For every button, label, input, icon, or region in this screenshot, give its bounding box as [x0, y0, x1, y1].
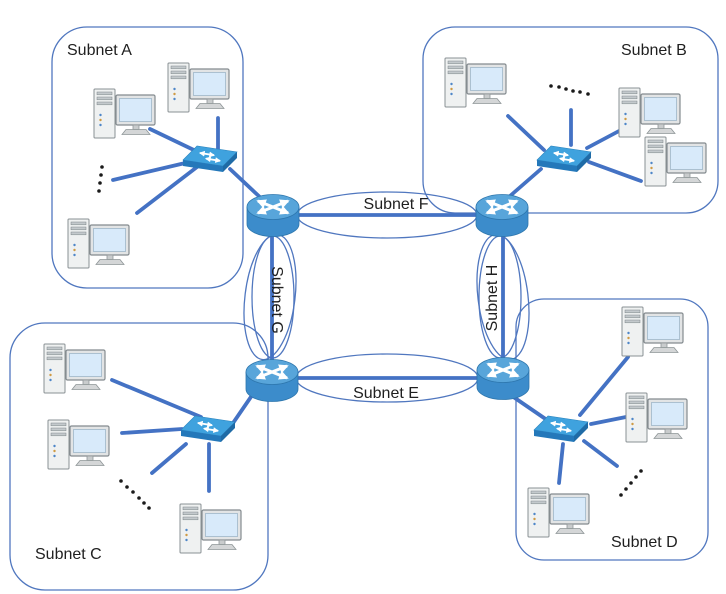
network-link	[587, 160, 643, 183]
computer-icon	[444, 57, 507, 108]
subnet-d-box	[515, 298, 709, 561]
computer-icon	[43, 343, 106, 394]
subnet-g-label: Subnet G	[268, 266, 285, 334]
router-icon	[476, 195, 528, 237]
router-icon	[247, 195, 299, 237]
subnet-boxes	[9, 26, 719, 591]
network-link	[120, 427, 184, 435]
network-link	[506, 114, 546, 152]
computer-icon	[47, 419, 110, 470]
subnet-d-label: Subnet D	[611, 534, 678, 551]
computer-icon	[67, 218, 130, 269]
computer-icon	[527, 487, 590, 538]
network-link	[585, 129, 621, 150]
ellipsis-dots	[619, 469, 643, 497]
subnet-a-box	[51, 26, 244, 289]
network-link	[135, 165, 199, 215]
network-link	[148, 127, 200, 154]
ellipsis-dots	[119, 479, 151, 510]
computer-icon	[644, 136, 707, 187]
router-icon	[477, 358, 529, 400]
ellipsis-dots	[97, 165, 104, 193]
network-links	[110, 108, 643, 493]
subnet-c-label: Subnet C	[35, 546, 102, 563]
switch-icon	[181, 416, 235, 442]
network-link	[508, 167, 543, 198]
subnet-b-box	[422, 26, 719, 214]
ellipsis-dots	[549, 84, 590, 96]
network-link	[150, 442, 188, 475]
network-link	[110, 378, 203, 419]
network-link	[228, 167, 265, 202]
router-icon	[246, 360, 298, 402]
subnet-a-label: Subnet A	[67, 42, 132, 59]
subnet-labels: Subnet A Subnet B Subnet C Subnet D Subn…	[35, 42, 687, 563]
computer-icon	[179, 503, 242, 554]
computer-icon	[618, 87, 681, 138]
subnet-h-label: Subnet H	[484, 265, 501, 332]
network-link	[578, 355, 630, 417]
network-link	[589, 415, 628, 426]
network-link	[557, 442, 565, 485]
subnet-e-label: Subnet E	[353, 385, 419, 402]
computer-icon	[167, 62, 230, 113]
computer-icon	[93, 88, 156, 139]
more-hosts-dots	[97, 84, 643, 510]
switch-icon	[534, 416, 588, 442]
computer-icon	[625, 392, 688, 443]
network-link	[510, 394, 549, 422]
computers	[43, 57, 707, 554]
subnet-f-label: Subnet F	[364, 196, 429, 213]
subnet-c-box	[9, 322, 269, 591]
subnet-b-label: Subnet B	[621, 42, 687, 59]
network-link	[582, 439, 619, 468]
computer-icon	[621, 306, 684, 357]
